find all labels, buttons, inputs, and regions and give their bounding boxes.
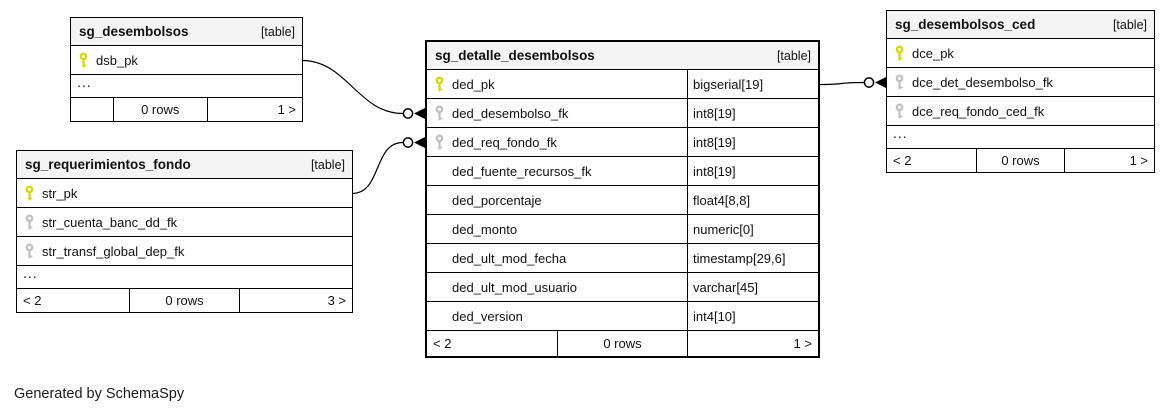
table-kind-badge: [table] [260,24,295,39]
column-name: str_pk [42,185,78,201]
column-name: ded_pk [452,76,495,92]
column-name: ded_fuente_recursos_fk [452,163,592,179]
footer-paging-left: < 2 [433,336,452,351]
table-kind-badge: [table] [310,157,345,172]
footer-row-count: 0 rows [128,289,241,312]
table-name: sg_desembolsos [79,24,189,39]
more-columns-indicator: ... [887,126,1154,149]
table-footer: < 2 0 rows 3 > [17,289,352,312]
zero-or-one-dot-icon [402,137,414,148]
column-type: varchar[45] [687,273,818,301]
column-name: str_transf_global_dep_fk [42,243,185,259]
relationship-line [351,141,404,195]
column-type: bigserial[19] [687,70,818,98]
generator-credit: Generated by SchemaSpy [14,386,185,402]
column-row[interactable]: ded_version int4[10] [427,302,818,331]
footer-paging-right: 1 > [793,336,812,351]
zero-or-one-dot-icon [402,108,414,119]
table-name: sg_desembolsos_ced [895,17,1036,32]
footer-paging-left [71,98,113,121]
foreign-key-icon [427,134,452,151]
table-sg-requerimientos-fondo: sg_requerimientos_fondo [table] str_pk str_… [16,150,353,313]
foreign-key-icon [887,74,912,91]
table-footer: 0 rows 1 > [71,98,302,121]
foreign-key-icon [887,103,912,120]
footer-row-count: 0 rows [113,98,208,121]
primary-key-icon [17,185,42,202]
more-columns-indicator: ... [17,266,352,289]
table-header-sg_detalle_desembolsos[interactable]: sg_detalle_desembolsos [table] [427,42,818,70]
table-sg-desembolsos-ced: sg_desembolsos_ced [table] dce_pk dce_det_d… [886,10,1155,173]
column-name: ded_desembolso_fk [452,105,569,121]
foreign-key-icon [427,105,452,122]
primary-key-icon [71,52,96,69]
table-sg-detalle-desembolsos: sg_detalle_desembolsos [table] ded_pk bigse… [425,40,820,358]
primary-key-icon [887,45,912,62]
column-name: ded_ult_mod_fecha [452,250,567,266]
column-row[interactable]: ded_ult_mod_usuario varchar[45] [427,273,818,302]
column-name: ded_ult_mod_usuario [452,279,578,295]
footer-paging-right: 1 > [277,102,296,117]
footer-row-count: 0 rows [557,331,688,356]
column-name: dce_req_fondo_ced_fk [912,103,1045,119]
column-name: ded_version [452,308,523,324]
column-type: timestamp[29,6] [687,244,818,272]
column-row[interactable]: ded_monto numeric[0] [427,215,818,244]
table-kind-badge: [table] [776,48,811,63]
table-name: sg_detalle_desembolsos [435,48,595,63]
footer-paging-right: 3 > [327,293,347,308]
column-row[interactable]: ded_desembolso_fk int8[19] [427,99,818,128]
column-name: dce_det_desembolso_fk [912,74,1053,90]
column-row[interactable]: dsb_pk [71,46,302,75]
foreign-key-icon [17,214,42,231]
table-kind-badge: [table] [1112,17,1147,32]
column-row[interactable]: str_transf_global_dep_fk [17,237,352,266]
column-name: ded_req_fondo_fk [452,134,557,150]
column-name: dsb_pk [96,52,138,68]
footer-paging-left: < 2 [23,293,42,308]
table-footer: < 2 0 rows 1 > [887,149,1154,172]
table-header-sg_desembolsos[interactable]: sg_desembolsos [table] [71,18,302,46]
column-row[interactable]: ded_porcentaje float4[8,8] [427,186,818,215]
column-row[interactable]: str_cuenta_banc_dd_fk [17,208,352,237]
column-name: ded_porcentaje [452,192,542,208]
zero-or-one-dot-icon [863,77,875,88]
column-name: str_cuenta_banc_dd_fk [42,214,178,230]
column-row[interactable]: dce_det_desembolso_fk [887,68,1154,97]
column-row[interactable]: dce_req_fondo_ced_fk [887,97,1154,126]
table-header-sg_desembolsos_ced[interactable]: sg_desembolsos_ced [table] [887,11,1154,39]
column-name: ded_monto [452,221,518,237]
more-columns-indicator: ... [71,75,302,98]
footer-paging-right: 1 > [1129,153,1148,168]
column-type: int4[10] [687,302,818,330]
table-header-sg_requerimientos_fondo[interactable]: sg_requerimientos_fondo [table] [17,151,352,179]
footer-paging-left: < 2 [893,153,912,168]
table-footer: < 2 0 rows 1 > [427,331,818,356]
table-name: sg_requerimientos_fondo [25,157,191,172]
column-row[interactable]: ded_req_fondo_fk int8[19] [427,128,818,157]
column-type: float4[8,8] [687,186,818,214]
column-row[interactable]: ded_pk bigserial[19] [427,70,818,99]
column-name: dce_pk [912,45,954,61]
column-row[interactable]: ded_fuente_recursos_fk int8[19] [427,157,818,186]
footer-row-count: 0 rows [976,149,1065,172]
column-type: numeric[0] [687,215,818,243]
relationship-line [818,81,865,86]
column-type: int8[19] [687,128,818,156]
column-type: int8[19] [687,157,818,185]
foreign-key-icon [17,243,42,260]
column-row[interactable]: str_pk [17,179,352,208]
column-row[interactable]: dce_pk [887,39,1154,68]
table-sg-desembolsos: sg_desembolsos [table] dsb_pk...0 rows 1 > [70,17,303,122]
primary-key-icon [427,76,452,93]
column-type: int8[19] [687,99,818,127]
column-row[interactable]: ded_ult_mod_fecha timestamp[29,6] [427,244,818,273]
relationship-line [301,59,404,115]
